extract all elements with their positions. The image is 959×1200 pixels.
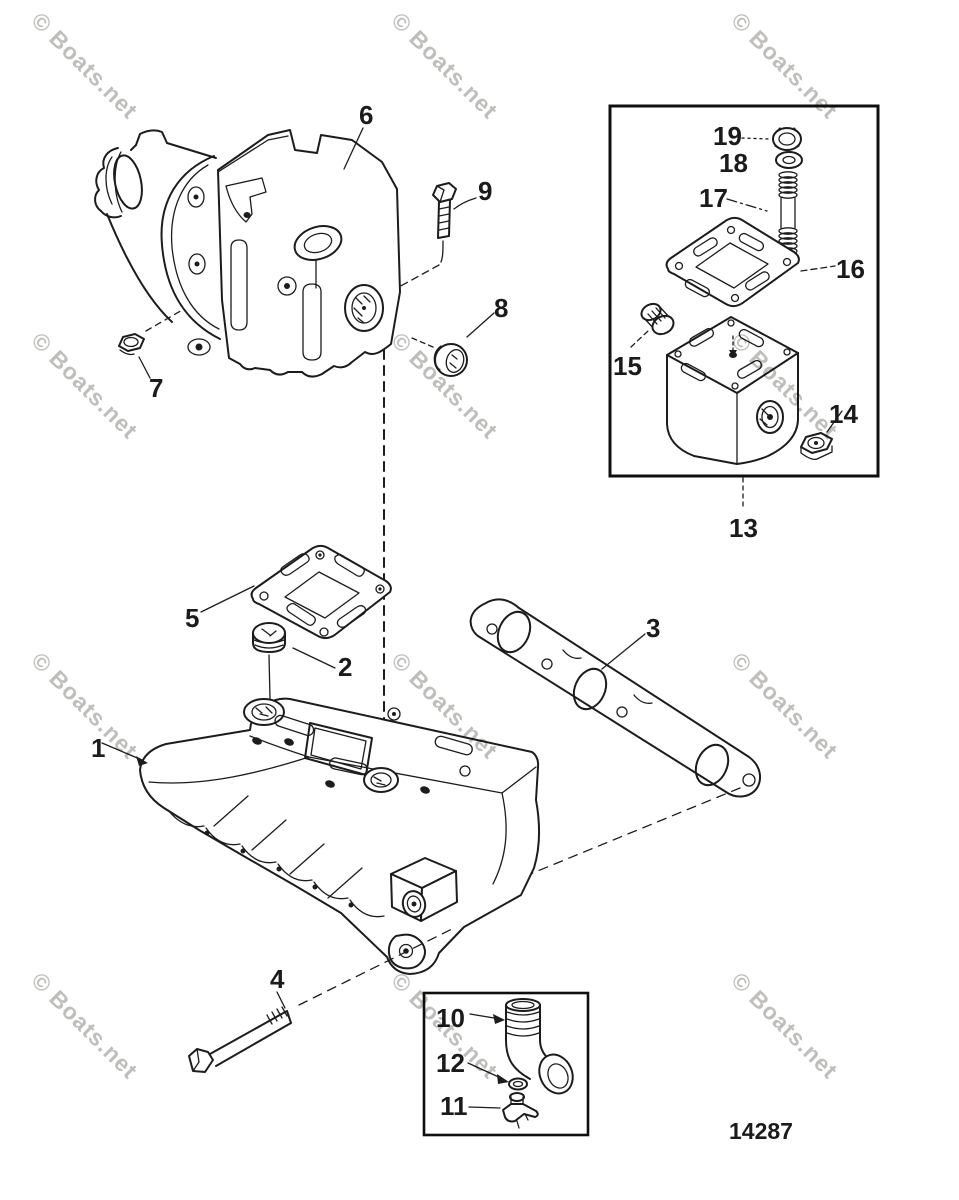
callout-6: 6 [359,100,373,130]
leader-6 [343,127,364,170]
callout-4: 4 [270,964,285,994]
part-9-bolt [396,182,477,289]
part-11-drain-plug [468,1092,539,1129]
inset-box-drain-kit [422,991,590,1137]
callout-13: 13 [729,513,758,543]
leader-5 [200,585,255,613]
part-3-gasket [461,598,762,903]
part-6-exhaust-housing [94,129,401,378]
bolt-4-dashed [298,928,453,1006]
watermark: © Boats.net [26,7,143,124]
callout-14: 14 [829,399,858,429]
leader-3 [601,633,646,670]
watermark: © Boats.net [26,647,143,764]
part-8-plug [411,312,495,377]
callout-17: 17 [699,183,728,213]
watermark: © Boats.net [726,967,843,1084]
drawing-number: 14287 [729,1118,793,1144]
part-17-stud [726,171,798,255]
callout-19: 19 [713,121,742,151]
part-13-riser-block [666,316,799,465]
part-7-nut [118,308,185,379]
watermark: © Boats.net [726,647,843,764]
callout-18: 18 [719,148,748,178]
callout-10: 10 [436,1003,465,1033]
part-4-bolt [188,928,453,1073]
part-16-gasket [665,216,836,308]
leader-2 [292,647,336,669]
callout-5: 5 [185,603,199,633]
callout-12: 12 [436,1048,465,1078]
watermark: © Boats.net [386,7,503,124]
leader-1-arrowhead [136,756,148,766]
callout-7: 7 [149,373,163,403]
part-15-fitting [630,302,675,348]
part-18-washer [775,151,803,169]
callout-3: 3 [646,613,660,643]
inset-box-riser-kit [608,104,880,507]
callout-1: 1 [91,733,105,763]
callout-9: 9 [478,176,492,206]
callout-2: 2 [338,652,352,682]
callout-11: 11 [440,1091,468,1121]
part-19-nut [741,127,802,151]
callout-8: 8 [494,293,508,323]
part-10-elbow-fitting [469,998,574,1095]
part-5-gasket [200,544,392,640]
part-14-nut [800,410,843,461]
callout-16: 16 [836,254,865,284]
callout-15: 15 [613,351,642,381]
leader-1 [101,742,143,761]
part-1-exhaust-manifold [101,697,541,975]
leader-4 [276,991,286,1009]
callout-labels: 1 2 3 4 5 6 7 8 9 10 11 12 13 14 15 16 1… [91,100,865,1121]
gasket-3-dashed [461,787,741,903]
watermark: © Boats.net [26,967,143,1084]
part-2-plug [252,622,336,700]
part-12-washer [467,1062,528,1091]
